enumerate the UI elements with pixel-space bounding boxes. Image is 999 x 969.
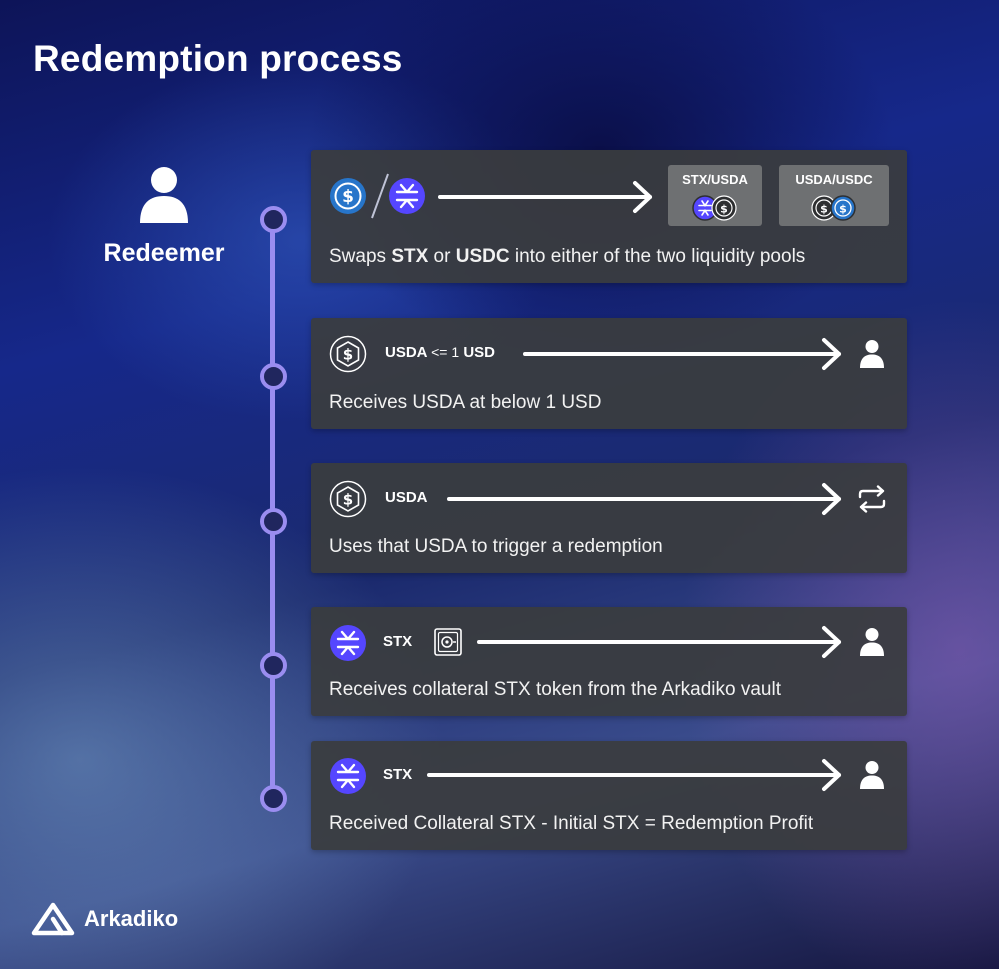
usda-coin-icon: $: [329, 480, 367, 518]
svg-text:$: $: [720, 203, 728, 216]
liquidity-pool-stx-usda: STX/USDA $: [668, 165, 762, 226]
redeem-cycle-icon: [858, 485, 886, 513]
arrow-icon: [523, 338, 841, 370]
timeline-node: [260, 785, 287, 812]
timeline-node: [260, 206, 287, 233]
usda-coin-icon: $: [329, 335, 367, 373]
step-description: Receives USDA at below 1 USD: [329, 392, 602, 413]
desc-token-usdc: USDC: [455, 246, 510, 267]
step-description: Swaps STX or USDC into either of the two…: [329, 246, 805, 268]
stx-coin-icon: [330, 758, 366, 794]
pool-label: USDA/USDC: [795, 172, 873, 187]
page-title: Redemption process: [33, 38, 403, 79]
token-condition: USDA <= 1 USD: [385, 344, 495, 361]
brand-name: Arkadiko: [84, 906, 179, 931]
liquidity-pool-usda-usdc: USDA/USDC $ $: [779, 165, 889, 226]
condition-text: <= 1: [431, 344, 460, 360]
arrow-icon: [447, 483, 841, 515]
svg-text:$: $: [343, 346, 353, 364]
token-label: USDA: [385, 489, 428, 506]
pool-coins-icon: $: [692, 195, 737, 221]
vault-icon: [434, 628, 462, 656]
brand: Arkadiko: [31, 902, 178, 936]
svg-text:$: $: [343, 491, 353, 509]
svg-text:$: $: [342, 187, 354, 207]
timeline-line: [270, 216, 275, 796]
stx-coin-icon: [330, 625, 366, 661]
token-label: STX: [383, 633, 413, 650]
pool-coins-icon: $ $: [811, 195, 856, 221]
usdc-coin-icon: $: [330, 178, 366, 214]
step-description: Received Collateral STX - Initial STX = …: [329, 813, 814, 834]
step-card-3: $ USDA Uses that USDA to trigger a redem…: [311, 463, 907, 573]
desc-text: or: [428, 246, 456, 267]
timeline-node: [260, 652, 287, 679]
desc-token-stx: STX: [391, 246, 429, 267]
timeline-node: [260, 508, 287, 535]
arrow-icon: [427, 759, 841, 791]
arkadiko-logo-icon: [31, 902, 75, 936]
step-card-1: $ STX/USDA $ USDA/USDC $ $ Swaps STX o: [311, 150, 907, 283]
redeemer-label: Redeemer: [103, 239, 225, 267]
person-icon: [140, 167, 188, 223]
token-label: USDA: [385, 344, 427, 361]
stx-coin-icon: [389, 178, 425, 214]
step-description: Uses that USDA to trigger a redemption: [329, 536, 663, 557]
person-icon: [860, 761, 884, 789]
arrow-icon: [477, 626, 841, 658]
unit-label: USD: [463, 344, 495, 361]
pool-label: STX/USDA: [682, 172, 748, 187]
desc-text: Swaps: [329, 246, 392, 267]
step-card-4: STX Receives collateral STX token from t…: [311, 607, 907, 716]
timeline-node: [260, 363, 287, 390]
step-card-2: $ USDA <= 1 USD Receives USDA at below 1…: [311, 318, 907, 429]
redeemer-actor: Redeemer: [90, 165, 238, 268]
slash-separator-icon: [371, 173, 389, 219]
step-card-5: STX Received Collateral STX - Initial ST…: [311, 741, 907, 850]
token-label: STX: [383, 766, 413, 783]
svg-text:$: $: [820, 203, 828, 216]
svg-text:$: $: [839, 203, 847, 216]
person-icon: [860, 628, 884, 656]
step-description: Receives collateral STX token from the A…: [329, 679, 781, 700]
desc-text: into either of the two liquidity pools: [509, 246, 806, 267]
person-icon: [860, 340, 884, 368]
arrow-icon: [438, 181, 652, 213]
